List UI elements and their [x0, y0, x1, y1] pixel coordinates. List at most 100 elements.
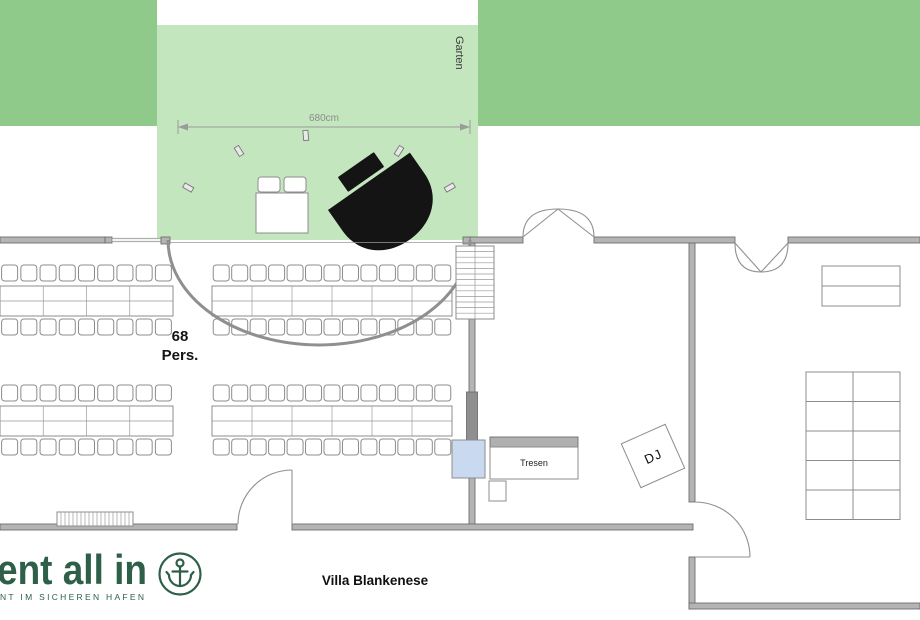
chair: [97, 318, 115, 336]
chair: [341, 264, 359, 282]
chair: [257, 176, 281, 193]
chair: [135, 318, 153, 336]
window-top-left: [111, 237, 162, 243]
bay-furniture: [255, 176, 309, 234]
piano-bench: [338, 152, 384, 192]
wall-vert-right-upper: [688, 242, 696, 503]
capacity-number: 68: [172, 328, 189, 345]
chair: [397, 264, 415, 282]
radiator: [56, 511, 134, 527]
wall-top-right-b: [787, 236, 920, 244]
chair: [154, 438, 172, 456]
window-mullion: [233, 144, 245, 158]
glass-pass-through: [451, 439, 486, 479]
piano-body: [327, 152, 433, 251]
capacity-unit: Pers.: [162, 347, 199, 364]
wall-top-right-a: [593, 236, 736, 244]
table-group-bottom-middle: [211, 384, 453, 456]
chair: [20, 384, 38, 402]
chair: [286, 318, 304, 336]
chair: [268, 438, 286, 456]
double-door-right-room: [734, 242, 762, 273]
chair: [39, 318, 57, 336]
chair: [1, 318, 19, 336]
chair: [154, 318, 172, 336]
wall-pillar: [466, 391, 478, 441]
walls-layer: [0, 236, 920, 610]
chair: [20, 438, 38, 456]
counter-area: Tresen: [451, 436, 579, 502]
chair: [39, 264, 57, 282]
chair: [341, 438, 359, 456]
chair: [97, 264, 115, 282]
doors-layer: [237, 208, 789, 558]
right-room-table: [805, 371, 854, 402]
chair: [415, 318, 433, 336]
dining-layer: [0, 264, 453, 456]
right-room-table: [852, 371, 901, 402]
chair: [39, 438, 57, 456]
chair: [58, 384, 76, 402]
grand-piano: [327, 152, 433, 251]
dimension-label: 680cm: [309, 113, 339, 124]
chair: [249, 438, 267, 456]
wall-cap: [104, 236, 113, 244]
chair: [249, 384, 267, 402]
chair: [434, 384, 452, 402]
chair: [360, 384, 378, 402]
chair: [341, 318, 359, 336]
chair: [305, 264, 323, 282]
chair: [434, 318, 452, 336]
dj-booth: DJ: [620, 423, 686, 489]
counter-top: [489, 436, 579, 448]
logo-text: ent all in: [0, 546, 147, 593]
chair: [58, 318, 76, 336]
window-mullion: [302, 129, 310, 142]
dj-table: [620, 423, 686, 489]
chair: [20, 264, 38, 282]
chair: [231, 264, 249, 282]
right-room-table: [852, 460, 901, 491]
chair: [154, 264, 172, 282]
table-group-bottom-left: [0, 384, 174, 456]
chair: [20, 318, 38, 336]
garden-label: Garten: [453, 36, 465, 70]
double-door-terrace: [522, 208, 559, 238]
chair: [268, 384, 286, 402]
chair: [268, 318, 286, 336]
wall-vert-right-lower: [688, 556, 696, 610]
window-mullion: [393, 144, 405, 158]
bay-window-arc: [166, 239, 472, 347]
chair: [249, 264, 267, 282]
counter-body: [489, 446, 579, 480]
garden-band-right: [478, 0, 920, 126]
right-room-table: [852, 430, 901, 461]
chair: [116, 384, 134, 402]
chair: [323, 438, 341, 456]
counter-label: Tresen: [520, 458, 548, 468]
door-right-room-side: [694, 501, 751, 558]
dj-label: DJ: [642, 446, 664, 467]
chair: [154, 384, 172, 402]
chair: [434, 438, 452, 456]
right-room-table: [805, 489, 854, 520]
chair: [116, 438, 134, 456]
chair: [135, 384, 153, 402]
chair: [78, 438, 95, 456]
chair: [415, 438, 433, 456]
chair: [116, 264, 134, 282]
chair: [135, 264, 153, 282]
chair: [212, 264, 230, 282]
grids-layer: [805, 265, 901, 520]
chair: [78, 384, 95, 402]
table-group-top-left: [0, 264, 174, 336]
bay-table: [255, 192, 309, 234]
counter-side-unit: [488, 480, 507, 502]
chair: [286, 264, 304, 282]
chair: [58, 438, 76, 456]
chair: [415, 264, 433, 282]
chair: [231, 438, 249, 456]
chair: [378, 264, 396, 282]
